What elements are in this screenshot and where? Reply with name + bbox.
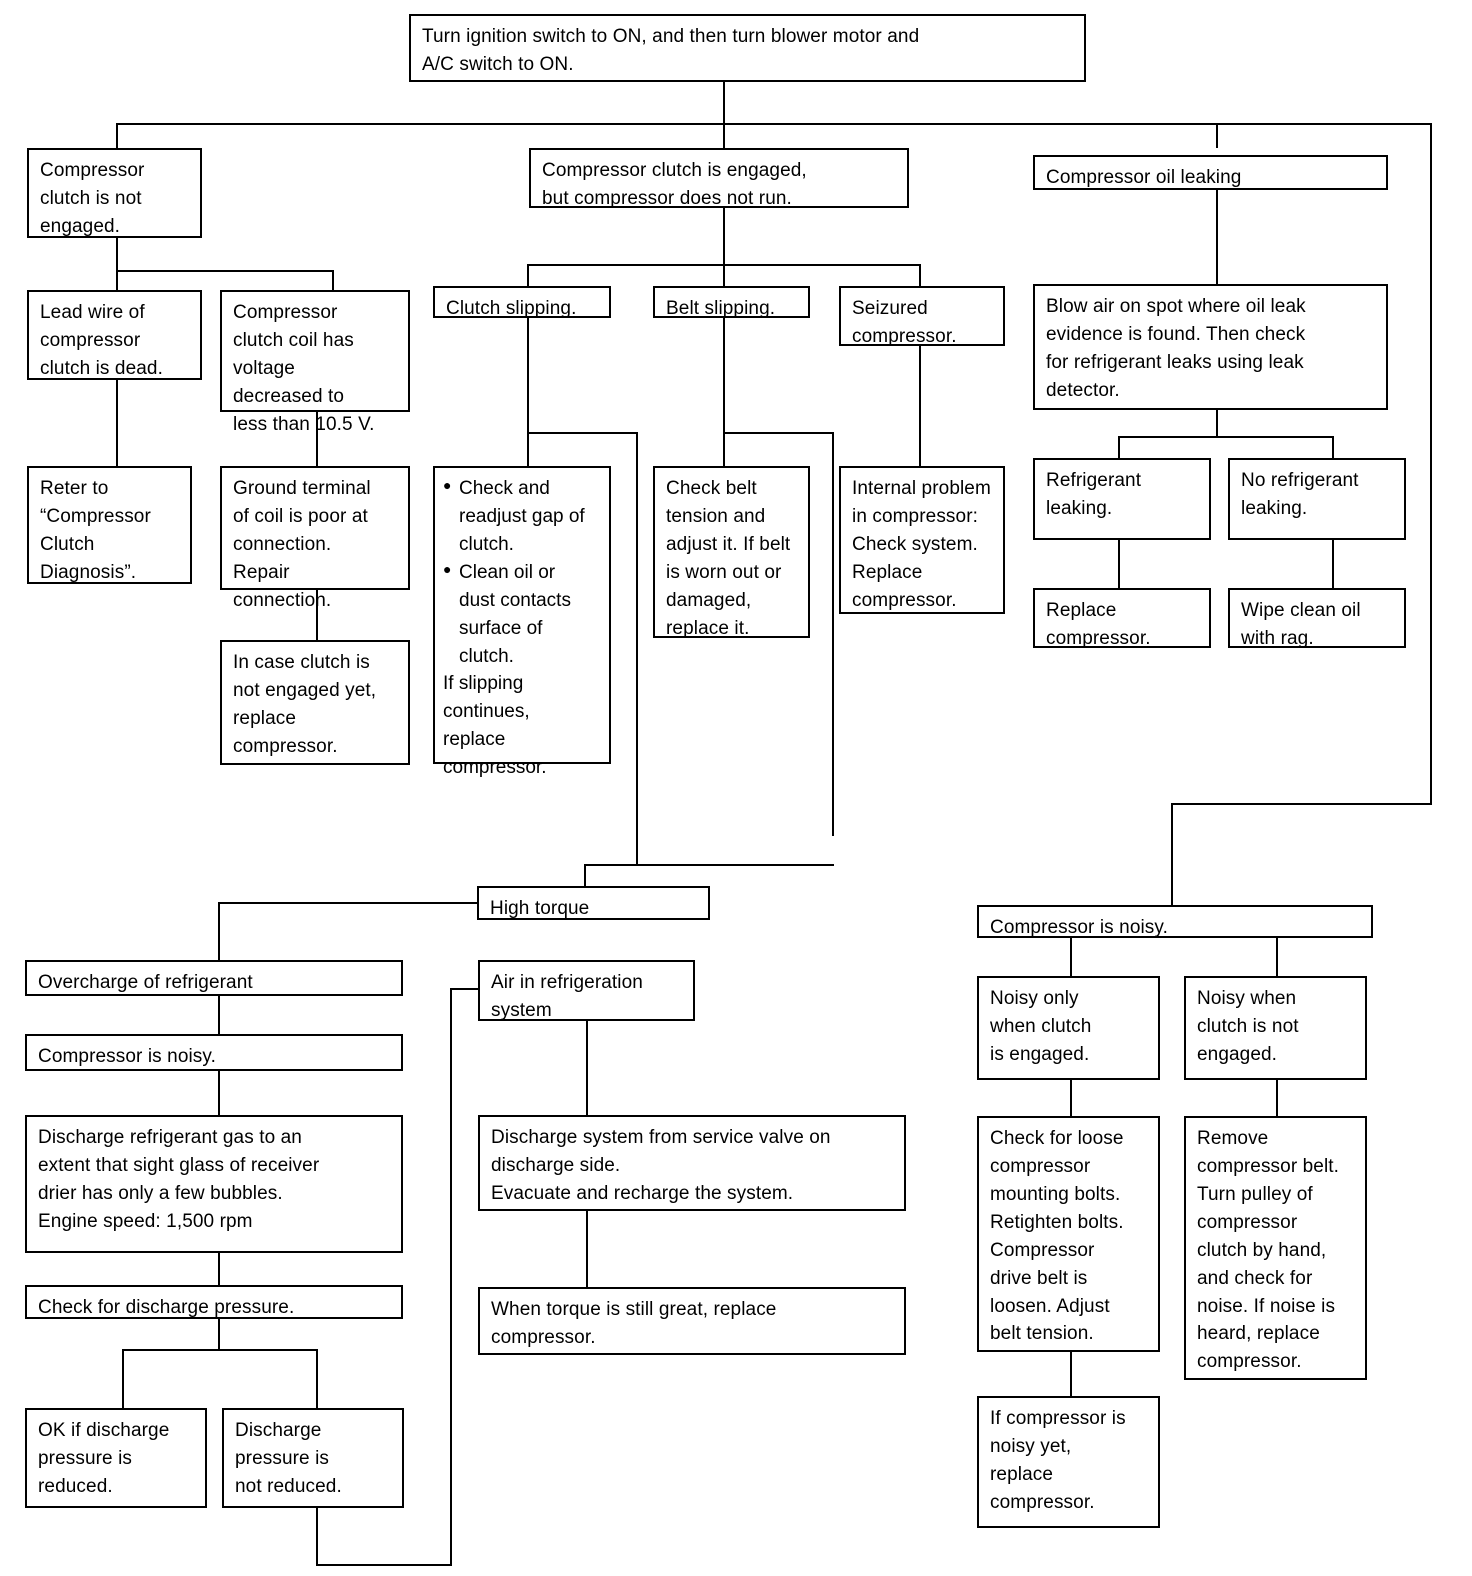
connector-high-torque-left [218, 902, 478, 904]
connector-blow-air-down [1216, 410, 1218, 438]
connector-to-not-reduced [316, 1349, 318, 1408]
connector-checkpressure-down [218, 1319, 220, 1351]
connector-loop-up [450, 988, 452, 1566]
connector-to-high-torque-drop [584, 864, 586, 886]
node-discharge-gas[interactable]: Discharge refrigerant gas to an extent t… [25, 1115, 403, 1253]
connector-high-torque-left-down [218, 902, 220, 960]
node-replace-compressor-leak[interactable]: Replace compressor. [1033, 588, 1211, 649]
connector-seizured-down [919, 346, 921, 466]
connector-belt-slipping-branch [723, 432, 834, 434]
connector-noisyright-down [1070, 938, 1072, 976]
connector-pressure-split [122, 1349, 318, 1351]
node-overcharge[interactable]: Overcharge of refrigerant [25, 960, 403, 996]
node-high-torque[interactable]: High torque [477, 886, 710, 920]
connector-clutch-slipping-branch-down [636, 432, 638, 866]
node-start[interactable]: Turn ignition switch to ON, and then tur… [409, 14, 1086, 82]
connector-bus-far-right-down [1430, 123, 1432, 805]
node-clutch-actions[interactable]: Check and readjust gap of clutch. Clean … [433, 466, 611, 778]
connector-notreduced-right [316, 1564, 452, 1566]
connector-dischargegas-to-checkpressure [218, 1253, 220, 1285]
node-refrigerant-leaking[interactable]: Refrigerant leaking. [1033, 458, 1211, 540]
connector-ground-to-incase [316, 590, 318, 640]
node-belt-slipping[interactable]: Belt slipping. [653, 286, 810, 319]
connector-clutch-not-engaged-down [116, 238, 118, 272]
node-belt-actions[interactable]: Check belt tension and adjust it. If bel… [653, 466, 810, 639]
connector-main-bus [116, 123, 1432, 125]
connector-middle-to-belt-slipping [723, 264, 725, 286]
clutch-action-item: Check and readjust gap of clutch. [443, 475, 603, 559]
node-noisy-clutch-not-engaged[interactable]: Noisy when clutch is not engaged. [1184, 976, 1367, 1080]
connector-check-to-stillnoisy [1070, 1352, 1072, 1396]
node-compressor-noisy-right[interactable]: Compressor is noisy. [977, 905, 1373, 938]
node-ground-terminal-poor[interactable]: Ground terminal of coil is poor at conne… [220, 466, 410, 611]
node-oil-leaking[interactable]: Compressor oil leaking [1033, 155, 1388, 190]
connector-bus-to-clutch-engaged [723, 123, 725, 148]
connector-far-right-to-noisy [1171, 803, 1432, 805]
connector-to-high-torque-bar [584, 864, 834, 866]
connector-middle-to-seizured [919, 264, 921, 286]
connector-notreduced-down [316, 1508, 318, 1566]
connector-refrigerant-to-replace [1118, 540, 1120, 588]
connector-bus-to-clutch-not-engaged [116, 123, 118, 148]
connector-left-split [116, 270, 334, 272]
connector-to-refrigerant-leaking [1118, 436, 1120, 458]
connector-coil-to-ground [316, 412, 318, 466]
connector-air-to-discharge-system [586, 1021, 588, 1115]
connector-start-down [723, 82, 725, 124]
node-clutch-not-engaged[interactable]: Compressor clutch is not engaged. [27, 148, 202, 238]
connector-down-to-compressor-noisy-right [1171, 803, 1173, 905]
node-clutch-slipping[interactable]: Clutch slipping. [433, 286, 611, 319]
node-refer-to-diagnosis[interactable]: Reter to “Compressor Clutch Diagnosis”. [27, 466, 192, 584]
node-compressor-noisy-left[interactable]: Compressor is noisy. [25, 1034, 403, 1071]
connector-clutch-slipping-down [527, 318, 529, 466]
clutch-actions-list: Check and readjust gap of clutch. Clean … [443, 475, 603, 670]
node-check-discharge-pressure[interactable]: Check for discharge pressure. [25, 1285, 403, 1319]
connector-engaged-down [723, 208, 725, 266]
connector-overcharge-to-noisy [218, 996, 220, 1034]
node-remove-belt[interactable]: Remove compressor belt. Turn pulley of c… [1184, 1116, 1367, 1380]
node-torque-still-great[interactable]: When torque is still great, replace comp… [478, 1287, 906, 1355]
connector-norefrigerant-to-wipe [1332, 540, 1334, 588]
connector-dischargesystem-to-torque [586, 1211, 588, 1287]
connector-middle-to-clutch-slipping [527, 264, 529, 286]
connector-loop-into-air [450, 988, 480, 990]
node-internal-problem[interactable]: Internal problem in compressor: Check sy… [839, 466, 1005, 614]
connector-leak-split [1118, 436, 1334, 438]
connector-to-no-refrigerant-leaking [1332, 436, 1334, 458]
node-no-refrigerant-leaking[interactable]: No refrigerant leaking. [1228, 458, 1406, 540]
node-wipe-clean-oil[interactable]: Wipe clean oil with rag. [1228, 588, 1406, 649]
node-ok-pressure-reduced[interactable]: OK if discharge pressure is reduced. [25, 1408, 207, 1508]
connector-noisy-engaged-to-check [1070, 1080, 1072, 1116]
node-clutch-engaged-no-run[interactable]: Compressor clutch is engaged, but compre… [529, 148, 909, 209]
node-pressure-not-reduced[interactable]: Discharge pressure is not reduced. [222, 1408, 404, 1508]
node-noisy-clutch-engaged[interactable]: Noisy only when clutch is engaged. [977, 976, 1160, 1080]
node-lead-wire-dead[interactable]: Lead wire of compressor clutch is dead. [27, 290, 202, 380]
connector-to-ok-pressure [122, 1349, 124, 1408]
clutch-action-item: Clean oil or dust contacts surface of cl… [443, 559, 603, 671]
connector-clutch-slipping-branch [527, 432, 638, 434]
connector-bus-to-oil-leaking [1216, 123, 1218, 148]
node-seizured-compressor[interactable]: Seizured compressor. [839, 286, 1005, 347]
node-if-still-noisy[interactable]: If compressor is noisy yet, replace comp… [977, 1396, 1160, 1528]
connector-noisy-notengaged-to-remove [1276, 1080, 1278, 1116]
connector-belt-slipping-branch-down [832, 432, 834, 836]
node-blow-air[interactable]: Blow air on spot where oil leak evidence… [1033, 284, 1388, 410]
node-coil-voltage-low[interactable]: Compressor clutch coil has voltage decre… [220, 290, 410, 435]
connector-noisy-to-discharge-gas [218, 1071, 220, 1115]
node-check-loose-bolts[interactable]: Check for loose compressor mounting bolt… [977, 1116, 1160, 1352]
clutch-actions-tail: If slipping continues, replace compresso… [443, 673, 547, 779]
connector-oil-leaking-down [1216, 190, 1218, 284]
connector-belt-slipping-down [723, 318, 725, 466]
node-in-case-clutch-not-engaged[interactable]: In case clutch is not engaged yet, repla… [220, 640, 410, 765]
connector-left-split-right-down [332, 270, 334, 290]
node-discharge-system[interactable]: Discharge system from service valve on d… [478, 1115, 906, 1211]
node-air-in-system[interactable]: Air in refrigeration system [478, 960, 695, 1021]
connector-noisyright-down2 [1276, 938, 1278, 976]
